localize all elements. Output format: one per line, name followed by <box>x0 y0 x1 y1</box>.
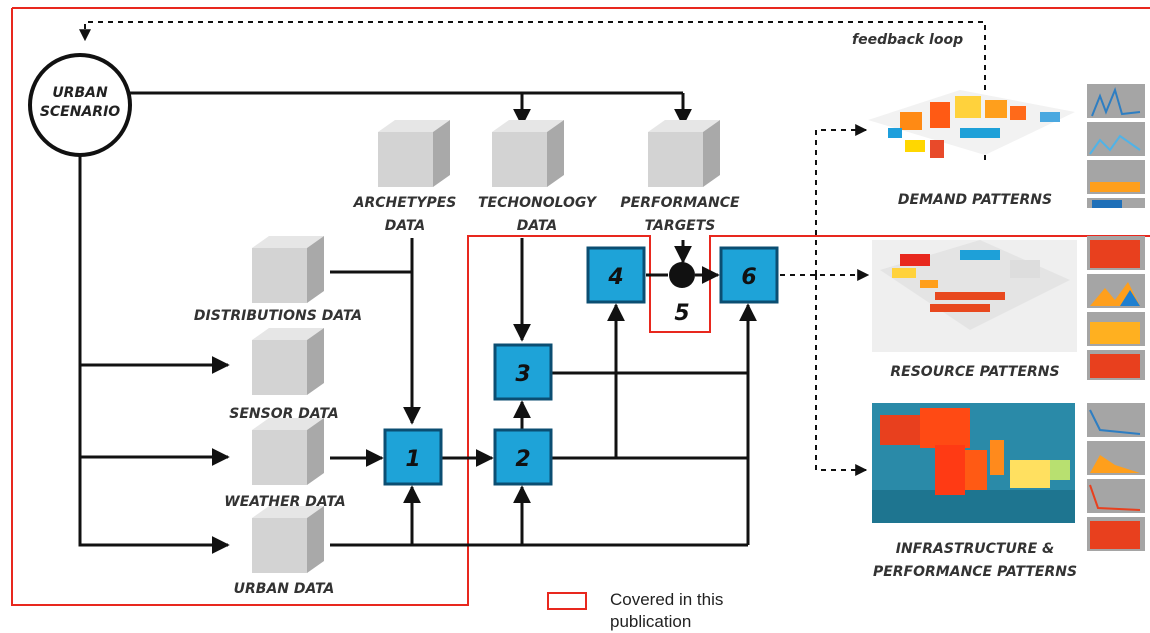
process-node-2: 2 <box>493 428 553 486</box>
legend-label-1: Covered in this <box>610 590 723 609</box>
weather-data-cube <box>252 418 324 485</box>
distributions-label: DISTRIBUTIONS DATA <box>194 308 362 324</box>
node-6-label: 6 <box>741 265 756 290</box>
demand-patterns-label: DEMAND PATTERNS <box>898 192 1052 208</box>
distributions-data-cube <box>252 236 324 303</box>
performance-targets-cube <box>648 120 720 187</box>
resource-patterns-image <box>872 240 1077 352</box>
archetypes-label-2: DATA <box>385 218 425 234</box>
infrastructure-patterns-image <box>872 403 1075 523</box>
technology-label-2: DATA <box>517 218 557 234</box>
performance-label-1: PERFORMANCE <box>620 195 740 211</box>
node-5-label: 5 <box>674 301 689 326</box>
sensor-data-cube <box>252 328 324 395</box>
legend-swatch <box>547 592 587 610</box>
process-node-4: 4 <box>586 246 646 304</box>
urban-scenario-label-2: SCENARIO <box>40 104 120 120</box>
demand-charts <box>1087 84 1145 208</box>
infrastructure-label-2: PERFORMANCE PATTERNS <box>873 564 1077 580</box>
process-node-1: 1 <box>383 428 443 486</box>
demand-patterns-image <box>868 90 1075 158</box>
feedback-loop-label: feedback loop <box>852 32 963 48</box>
archetypes-label-1: ARCHETYPES <box>353 195 457 211</box>
node-3-label: 3 <box>515 362 530 387</box>
infrastructure-label-1: INFRASTRUCTURE & <box>896 541 1055 557</box>
node-4-label: 4 <box>607 265 623 290</box>
technology-data-cube <box>492 120 564 187</box>
process-node-6: 6 <box>719 246 779 304</box>
weather-label: WEATHER DATA <box>224 494 345 510</box>
performance-label-2: TARGETS <box>645 218 716 234</box>
resource-patterns-label: RESOURCE PATTERNS <box>890 364 1059 380</box>
urban-data-cube <box>252 506 324 573</box>
urban-label: URBAN DATA <box>234 581 335 597</box>
archetypes-data-cube <box>378 120 450 187</box>
sensor-label: SENSOR DATA <box>229 406 338 422</box>
legend-label-2: publication <box>610 612 691 631</box>
infrastructure-charts <box>1087 403 1145 551</box>
resource-charts <box>1087 236 1145 380</box>
node-2-label: 2 <box>515 447 530 472</box>
urban-scenario-label-1: URBAN <box>52 85 108 101</box>
node-1-label: 1 <box>405 447 420 472</box>
technology-label-1: TECHONOLOGY <box>478 195 598 211</box>
process-node-3: 3 <box>493 343 553 401</box>
node-5-junction <box>669 262 695 288</box>
